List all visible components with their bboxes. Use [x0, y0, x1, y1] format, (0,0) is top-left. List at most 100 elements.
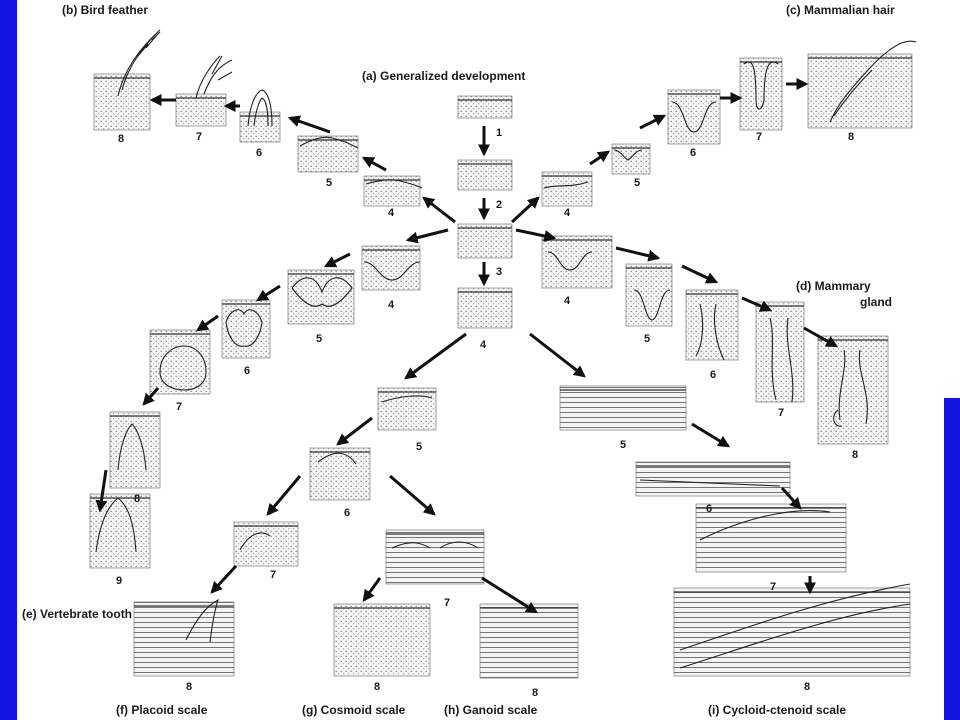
hair-shape-c4: [543, 181, 589, 189]
tooth-shape-t4: [363, 261, 421, 281]
block-c4: [541, 171, 593, 207]
arrow-to-i5: [529, 332, 586, 378]
right-blue-bar: [944, 398, 960, 720]
stage-t4: 4: [388, 299, 395, 311]
block-m4: [541, 235, 613, 289]
block-m8: [817, 335, 889, 445]
label-mammalian-hair: (c) Mammalian hair: [786, 3, 895, 17]
block-g7: [385, 529, 485, 585]
block-c8: [807, 53, 913, 129]
stage-i5: 5: [620, 439, 626, 451]
stage-m8: 8: [852, 449, 858, 461]
arrow-s6-f7: [266, 475, 302, 516]
arrow-to-s5: [404, 332, 467, 380]
label-ganoid-scale: (h) Ganoid scale: [444, 703, 538, 717]
block-s5: [377, 387, 437, 431]
block-m7: [755, 301, 805, 403]
arrow-s5-s6: [336, 416, 373, 446]
block-i5: [559, 385, 687, 431]
scale-shape-g7: [391, 541, 479, 549]
stage-b7: 7: [196, 131, 202, 143]
label-mammary: (d) Mammary: [796, 279, 871, 293]
block-f8: [133, 601, 235, 677]
stage-c7: 7: [756, 131, 762, 143]
block-a3: [457, 223, 513, 259]
stage-c6: 6: [690, 147, 696, 159]
label-cosmoid-scale: (g) Cosmoid scale: [302, 703, 406, 717]
stage-s5: 5: [416, 441, 422, 453]
arrow-c4-c5: [589, 150, 610, 166]
mammary-shape-m6: [695, 303, 725, 361]
arrow-t5-t6: [255, 284, 281, 302]
arrow-f7-f8: [210, 564, 238, 594]
arrow-c5-c6: [639, 114, 667, 130]
scale-shape-f8: [185, 598, 219, 643]
stage-t8: 8: [134, 493, 140, 505]
arrow-t7-t8: [142, 387, 160, 406]
feather-shape-b4: [365, 179, 423, 189]
stage-c5: 5: [634, 177, 640, 189]
mammary-shape-m4: [547, 251, 593, 271]
left-blue-bar: [0, 0, 17, 720]
stage-c4: 4: [564, 207, 571, 219]
block-b5: [297, 135, 359, 173]
stage-c8: 8: [848, 131, 854, 143]
arrow-m7-m8: [803, 326, 839, 348]
block-i7: [695, 503, 847, 573]
block-b6: [239, 111, 281, 143]
tooth-shape-t5: [291, 277, 353, 307]
stage-a4: 4: [480, 339, 487, 351]
stage-i6: 6: [706, 503, 712, 515]
arrow-i6-i7: [780, 486, 802, 510]
stage-t7: 7: [176, 401, 182, 413]
block-a4: [457, 287, 513, 329]
tooth-shape-t6: [225, 309, 263, 347]
block-f7: [233, 521, 299, 567]
feather-shape-b6: [247, 89, 273, 127]
block-g8: [333, 603, 431, 677]
stage-s8-ganoid: 8: [532, 687, 538, 699]
arrow-to-m4: [515, 228, 557, 242]
stage-m4: 4: [564, 295, 571, 307]
arrow-to-t4: [405, 228, 449, 244]
scale-shape-i6: [639, 479, 781, 487]
block-h8: [479, 603, 579, 679]
stage-m6: 6: [710, 369, 716, 381]
tooth-shape-t7: [159, 345, 207, 391]
feather-shape-b5: [299, 136, 359, 149]
stage-b6: 6: [256, 147, 262, 159]
stage-b8: 8: [118, 133, 124, 145]
block-i6: [635, 461, 791, 497]
block-t9: [89, 493, 151, 569]
block-a2: [457, 159, 513, 191]
stage-i7: 7: [770, 581, 776, 593]
arrow-to-c4: [510, 196, 540, 224]
arrow-t6-t7: [196, 314, 219, 332]
hair-shape-c5: [613, 149, 643, 161]
hair-shape-c6: [671, 101, 717, 133]
arrow-t8-t9: [95, 469, 108, 513]
stage-a1: 1: [496, 127, 502, 139]
block-c6: [667, 89, 721, 145]
stage-s8-cosmoid: 8: [374, 681, 380, 693]
scale-shape-s6: [317, 452, 357, 465]
scale-shape-i8: [679, 583, 911, 669]
block-t6: [221, 299, 271, 359]
scale-shape-f7: [239, 532, 271, 551]
block-b7: [175, 93, 227, 127]
stage-m5: 5: [644, 333, 650, 345]
feather-shape-b8: [117, 29, 161, 97]
tooth-shape-t9: [95, 497, 137, 553]
stage-i8: 8: [804, 681, 810, 693]
hair-shape-c8: [829, 40, 917, 123]
block-c5: [611, 143, 651, 175]
stage-s6: 6: [344, 507, 350, 519]
label-bird-feather: (b) Bird feather: [62, 3, 148, 17]
mammary-shape-m7: [769, 317, 794, 403]
stage-t6: 6: [244, 365, 250, 377]
stage-s7-placoid: 7: [270, 569, 276, 581]
tooth-shape-t8: [117, 423, 147, 471]
mammary-shape-m5: [633, 289, 671, 321]
arrow-to-b4: [422, 196, 456, 224]
